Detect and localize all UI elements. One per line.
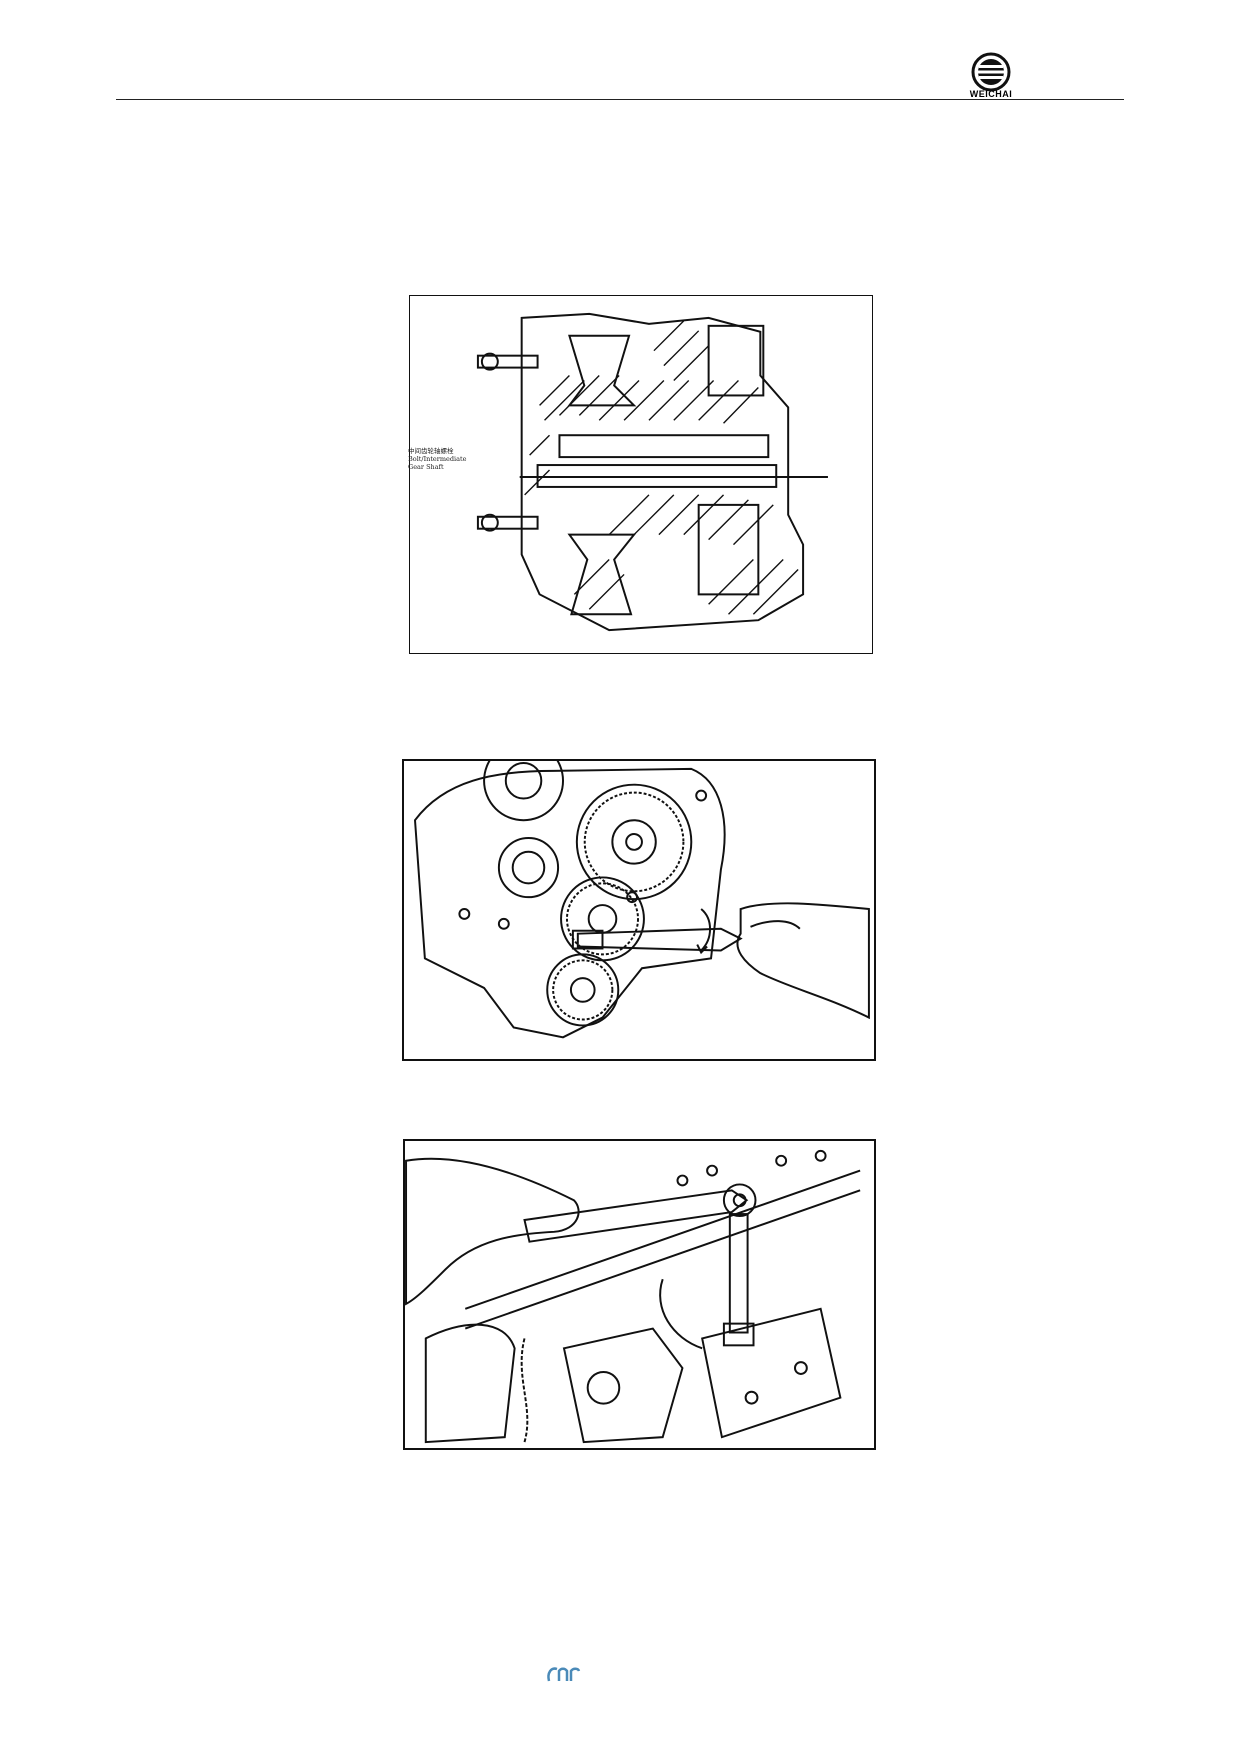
figure-gear-train-wrench [402,759,876,1061]
footer-logo-icon [545,1663,585,1687]
figure-injector-wrench [403,1139,876,1450]
figure-cross-section [409,295,873,654]
figure1-callout: 中间齿轮轴螺栓 Bolt/Intermediate Gear Shaft [408,447,478,471]
callout-chinese: 中间齿轮轴螺栓 [408,447,454,455]
brand-name: WEICHAI [969,89,1013,99]
callout-english-line1: Bolt/Intermediate [408,455,467,463]
callout-english-line2: Gear Shaft [408,463,444,471]
weichai-logo-icon [962,52,1020,102]
header-divider [116,99,1124,100]
